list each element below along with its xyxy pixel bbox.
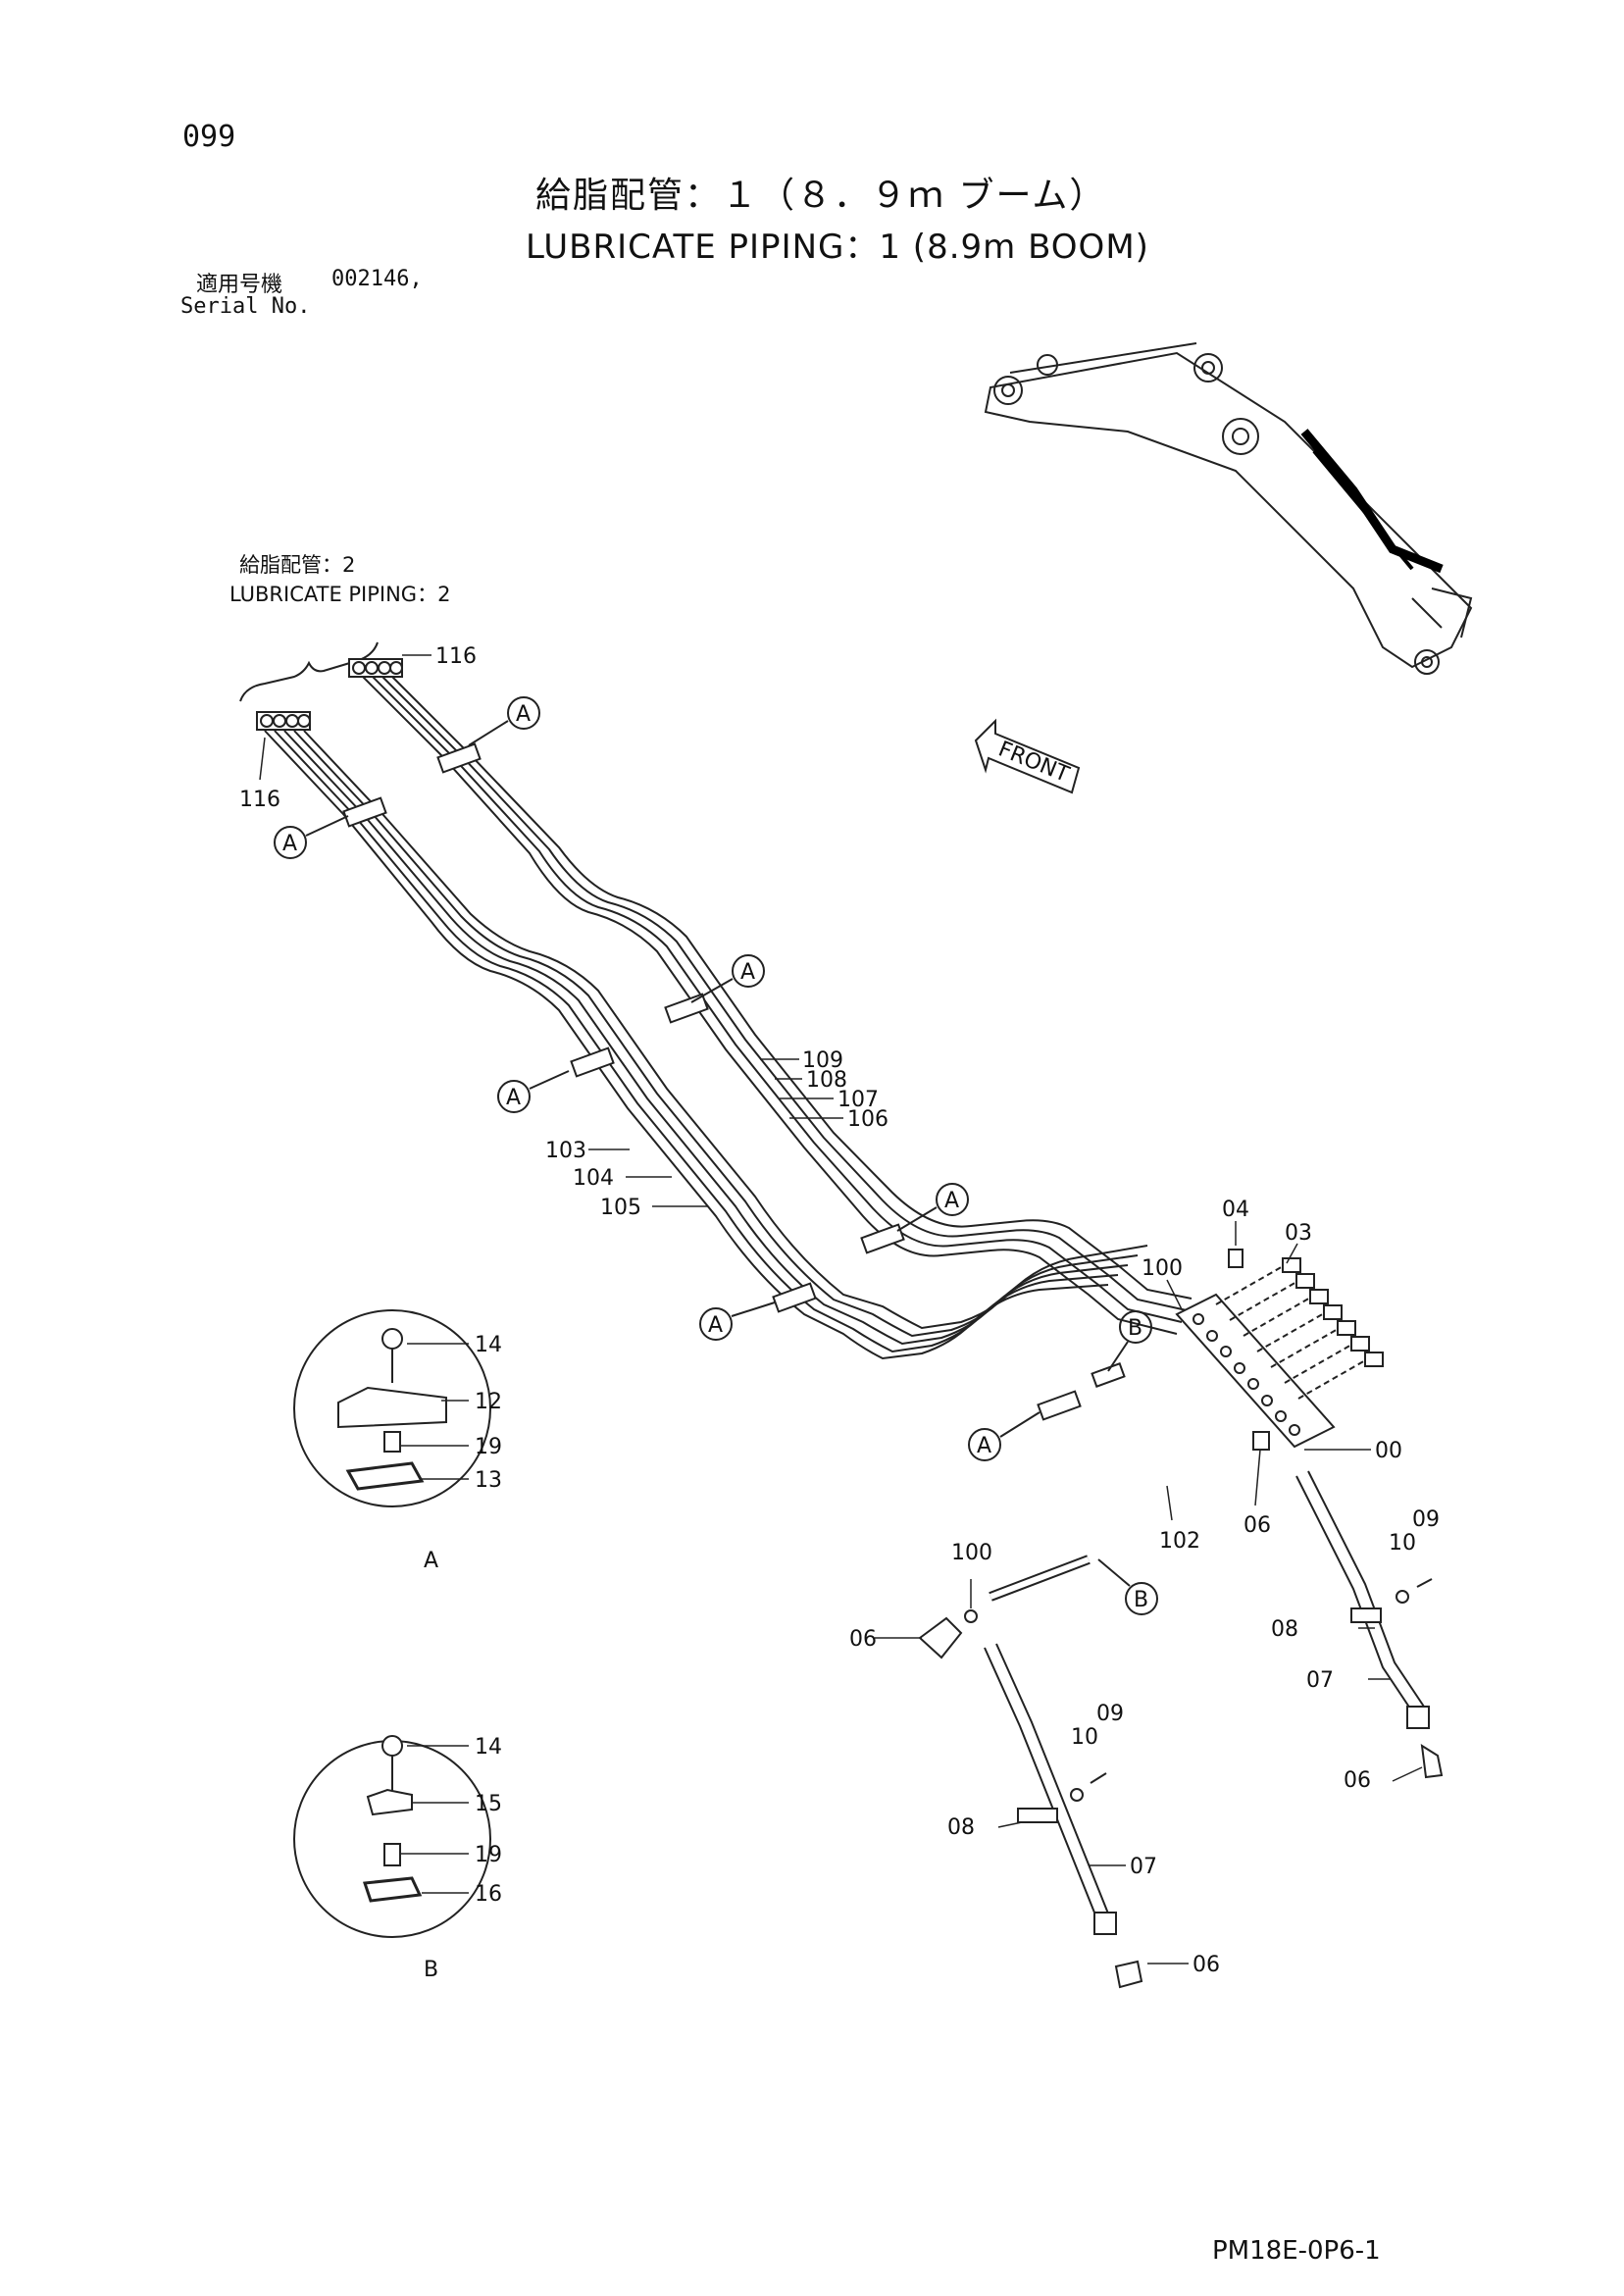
callout-00: 00 (1375, 1439, 1402, 1463)
callout-04: 04 (1222, 1198, 1249, 1222)
callout-15: 15 (475, 1792, 502, 1816)
callout-13: 13 (475, 1468, 502, 1493)
pipe-bundle-left (264, 730, 1148, 1360)
leader-lines (259, 654, 1423, 1964)
callout-116: 116 (239, 788, 280, 812)
marker-a: A (977, 1434, 991, 1458)
drawing-code: PM18E-0P6-1 (1212, 2236, 1381, 2266)
callout-07: 07 (1306, 1668, 1334, 1693)
callout-106: 106 (847, 1107, 888, 1132)
callout-102: 102 (1159, 1529, 1200, 1554)
callout-19: 19 (475, 1435, 502, 1459)
distributor-block (1175, 1249, 1384, 1451)
callout-14: 14 (475, 1735, 502, 1760)
reference-english: LUBRICATE PIPING：2 (229, 583, 451, 606)
callout-10: 10 (1389, 1531, 1416, 1556)
clamp-markers: A A A A A A A B B (274, 696, 1158, 1615)
callout-16: 16 (475, 1882, 502, 1907)
front-label: FRONT (994, 738, 1073, 789)
callout-08: 08 (947, 1815, 975, 1840)
title-english: LUBRICATE PIPING：1 (8.9m BOOM) (526, 228, 1149, 267)
callout-06: 06 (849, 1627, 877, 1652)
callout-06: 06 (1243, 1513, 1271, 1538)
serial-label-english: Serial No. (180, 294, 311, 319)
callout-109: 109 (802, 1048, 843, 1073)
part-callouts: 116 116 109 108 107 106 103 104 105 04 0… (239, 644, 1440, 1977)
serial-label-japanese: 適用号機 (196, 273, 283, 297)
detail-view-b (293, 1735, 491, 1938)
page-number: 099 (182, 120, 236, 154)
marker-a: A (708, 1313, 723, 1338)
callout-06: 06 (1344, 1768, 1371, 1793)
callout-103: 103 (545, 1139, 586, 1163)
callout-14: 14 (475, 1333, 502, 1357)
callout-116: 116 (435, 644, 477, 669)
callout-107: 107 (837, 1088, 879, 1112)
callout-09: 09 (1096, 1702, 1124, 1726)
reference-japanese: 給脂配管：2 (239, 553, 356, 577)
detail-view-a (293, 1309, 491, 1507)
callout-03: 03 (1285, 1221, 1312, 1246)
title-japanese: 給脂配管：１（８．９ｍ ブーム） (535, 176, 1107, 216)
marker-a: A (506, 1086, 521, 1110)
callout-105: 105 (600, 1196, 641, 1220)
detail-view-labels: A B (420, 1546, 443, 1982)
callout-08: 08 (1271, 1617, 1298, 1642)
boom-overview (984, 342, 1473, 675)
front-arrow: FRONT (974, 718, 1081, 794)
pipe-clamps (342, 742, 1126, 1421)
pipe-end-fittings (256, 658, 403, 731)
callout-100: 100 (951, 1541, 992, 1565)
view-label-b: B (424, 1958, 438, 1982)
callout-104: 104 (573, 1166, 614, 1191)
marker-a: A (944, 1189, 959, 1213)
callout-07: 07 (1130, 1855, 1157, 1879)
marker-a: A (516, 702, 531, 727)
callout-19: 19 (475, 1843, 502, 1867)
pipe-bundle-right (362, 676, 1193, 1335)
callout-10: 10 (1071, 1725, 1098, 1750)
marker-a: A (282, 832, 297, 856)
serial-number: 002146, (331, 267, 423, 291)
callout-108: 108 (806, 1068, 847, 1093)
view-label-a: A (424, 1549, 438, 1573)
hose-assembly-left (918, 1555, 1143, 1989)
marker-b: B (1128, 1316, 1142, 1341)
callout-100: 100 (1142, 1256, 1183, 1281)
callout-12: 12 (475, 1390, 502, 1414)
marker-a: A (740, 960, 755, 985)
callout-06: 06 (1193, 1953, 1220, 1977)
marker-b: B (1134, 1588, 1148, 1612)
callout-09: 09 (1412, 1507, 1440, 1532)
